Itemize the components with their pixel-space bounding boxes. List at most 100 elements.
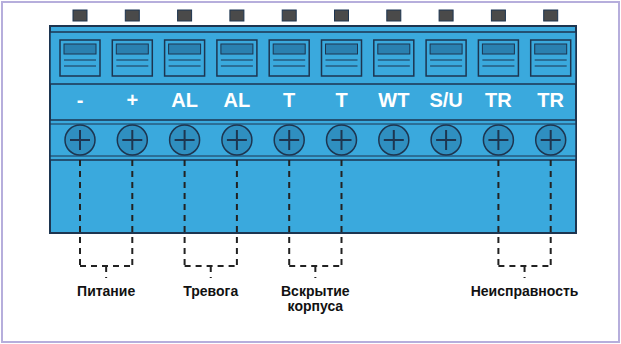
lever-line — [326, 60, 358, 61]
lever-top — [535, 44, 567, 54]
lever-top — [64, 44, 96, 54]
lever-top — [378, 44, 410, 54]
leader-dash — [314, 266, 316, 278]
lever-line — [169, 60, 201, 61]
lever — [531, 40, 571, 76]
lever-line — [169, 66, 201, 67]
screw — [222, 125, 252, 155]
indicator-square — [335, 10, 349, 21]
screw-slot — [445, 130, 447, 150]
terminal-name: - — [77, 89, 84, 111]
lever-line — [64, 66, 96, 67]
group-label: Неисправность — [471, 284, 579, 299]
screw — [65, 125, 95, 155]
leader-dash — [524, 266, 526, 278]
indicator-square — [230, 10, 244, 21]
lever-line — [430, 66, 462, 67]
lever-line — [482, 66, 514, 67]
leader-dash — [79, 160, 81, 266]
indicator-square — [282, 10, 296, 21]
terminal-name: TR — [537, 89, 564, 111]
leader-dash — [288, 160, 290, 266]
terminal-name: + — [126, 89, 138, 111]
indicator-square — [178, 10, 192, 21]
screw-slot — [236, 130, 238, 150]
lever — [374, 40, 414, 76]
lever — [269, 40, 309, 76]
terminal-name: AL — [171, 89, 198, 111]
lever-line — [482, 60, 514, 61]
lever-top — [273, 44, 305, 54]
leader-dash — [236, 160, 238, 266]
indicator-square — [439, 10, 453, 21]
lever — [112, 40, 152, 76]
lever-line — [116, 60, 148, 61]
lever — [165, 40, 205, 76]
lever-line — [535, 66, 567, 67]
screw-strip — [50, 120, 576, 160]
leader-dash — [184, 160, 186, 266]
terminal-name: TR — [485, 89, 512, 111]
group-label: Тревога — [183, 284, 238, 299]
screw — [483, 125, 513, 155]
screw — [117, 125, 147, 155]
lever-line — [378, 60, 410, 61]
leader-dash — [341, 160, 343, 266]
screw-slot — [184, 130, 186, 150]
lever-top — [482, 44, 514, 54]
group-label: Питание — [77, 284, 135, 299]
screw-slot — [393, 130, 395, 150]
lever — [426, 40, 466, 76]
screw-slot — [550, 130, 552, 150]
screw — [274, 125, 304, 155]
lever-top — [430, 44, 462, 54]
lever-line — [273, 60, 305, 61]
screw — [431, 125, 461, 155]
screw-slot — [341, 130, 343, 150]
screw — [170, 125, 200, 155]
lever-top — [221, 44, 253, 54]
lever-line — [378, 66, 410, 67]
screw — [536, 125, 566, 155]
lever-line — [430, 60, 462, 61]
leader-dash — [497, 160, 499, 266]
screw — [327, 125, 357, 155]
lever-line — [326, 66, 358, 67]
terminal-name: T — [335, 89, 347, 111]
screw-slot — [131, 130, 133, 150]
indicator-square — [125, 10, 139, 21]
terminal-name: WT — [378, 89, 409, 111]
lever — [217, 40, 257, 76]
terminal-block-body — [50, 26, 576, 233]
leader-dash — [210, 266, 212, 278]
lever-line — [116, 66, 148, 67]
lever — [322, 40, 362, 76]
indicator-square — [491, 10, 505, 21]
screw-slot — [79, 130, 81, 150]
lever — [60, 40, 100, 76]
indicator-square — [387, 10, 401, 21]
leader-dash — [105, 266, 107, 278]
terminal-name: AL — [224, 89, 251, 111]
lever-line — [221, 60, 253, 61]
terminal-name: T — [283, 89, 295, 111]
lever-top — [116, 44, 148, 54]
screw-slot — [288, 130, 290, 150]
indicator-square — [544, 10, 558, 21]
lever-top — [169, 44, 201, 54]
lever — [478, 40, 518, 76]
screw — [379, 125, 409, 155]
leader-dash — [550, 160, 552, 266]
lever-line — [535, 60, 567, 61]
lever-line — [273, 66, 305, 67]
indicator-square — [73, 10, 87, 21]
lever-top — [326, 44, 358, 54]
group-label: Вскрытие корпуса — [269, 284, 361, 315]
lever-line — [221, 66, 253, 67]
lever-line — [64, 60, 96, 61]
lever-panel — [50, 32, 576, 84]
terminal-name: S/U — [429, 89, 462, 111]
leader-dash — [131, 160, 133, 266]
